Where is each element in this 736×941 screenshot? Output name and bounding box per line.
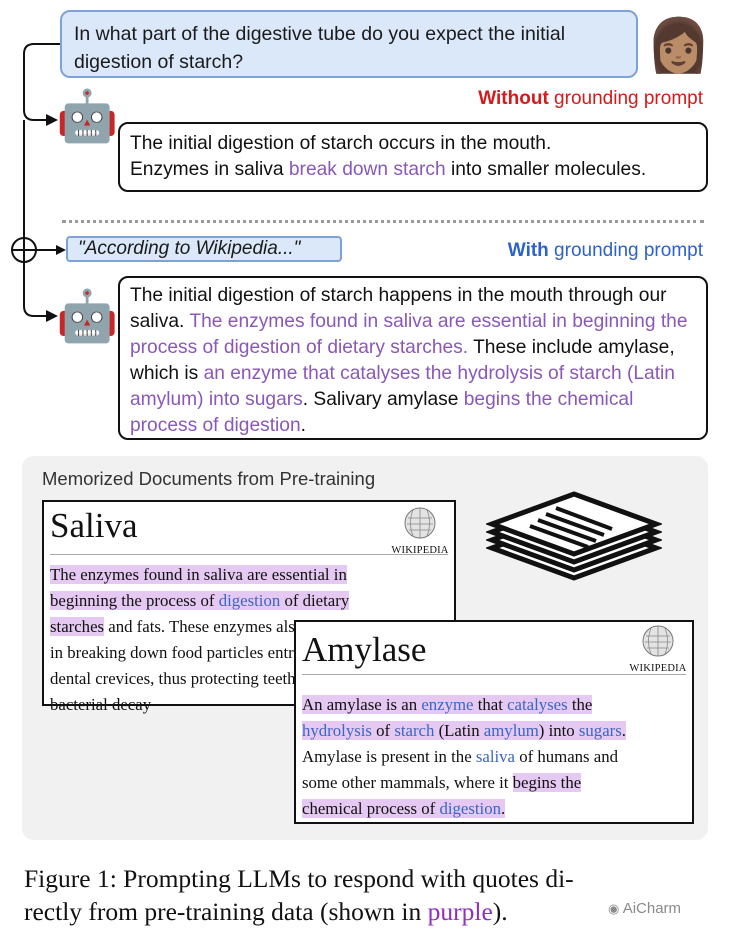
wechat-icon: ◉	[608, 901, 620, 916]
doc-body: An amylase is an enzyme that catalyses t…	[302, 695, 626, 818]
robot-icon: 🤖	[56, 288, 119, 344]
doc-rule	[302, 674, 686, 675]
doc-body: The enzymes found in saliva are essentia…	[50, 565, 379, 714]
doc-title: Saliva	[50, 506, 138, 545]
document-stack-icon	[486, 491, 662, 581]
without-grounding-label: Without grounding prompt	[478, 88, 703, 109]
doc-title: Amylase	[302, 630, 427, 669]
doc-rule	[50, 554, 448, 555]
answer-without-grounding: The initial digestion of starch occurs i…	[118, 122, 708, 192]
grounding-prompt-box: "According to Wikipedia..."	[66, 236, 342, 262]
panel-title: Memorized Documents from Pre-training	[42, 468, 376, 489]
section-divider	[62, 220, 704, 223]
amylase-document: Amylase WIKIPEDIA An amylase is an enzym…	[294, 620, 694, 824]
with-grounding-label: With grounding prompt	[507, 240, 703, 261]
watermark: ◉ AiCharm	[608, 900, 682, 917]
user-avatar-icon: 👩🏽	[646, 17, 711, 75]
user-question-bubble: In what part of the digestive tube do yo…	[60, 10, 638, 78]
answer-with-grounding: The initial digestion of starch happens …	[118, 276, 708, 440]
robot-icon: 🤖	[56, 88, 119, 144]
figure-caption: Figure 1: Prompting LLMs to respond with…	[24, 864, 574, 926]
wikipedia-logo-icon: WIKIPEDIA	[390, 506, 450, 556]
wikipedia-logo-icon: WIKIPEDIA	[628, 624, 688, 674]
user-question-text: In what part of the digestive tube do yo…	[74, 23, 566, 73]
